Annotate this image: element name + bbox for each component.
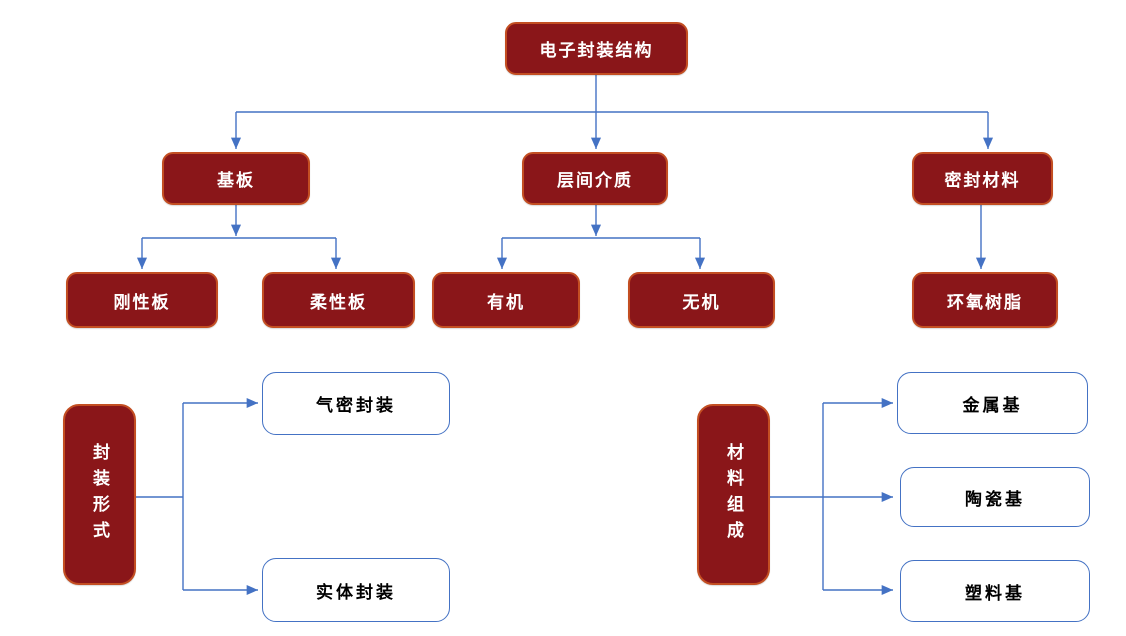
node-organic: 有机 xyxy=(432,272,580,328)
node-substrate: 基板 xyxy=(162,152,310,205)
connector-root-to-level2 xyxy=(230,75,994,149)
node-rigid-board: 刚性板 xyxy=(66,272,218,328)
node-material-composition: 材料组成 xyxy=(697,404,770,585)
node-package-form: 封装形式 xyxy=(63,404,136,585)
node-metal-base: 金属基 xyxy=(897,372,1088,434)
node-inorganic: 无机 xyxy=(628,272,775,328)
node-root: 电子封装结构 xyxy=(505,22,688,75)
node-flexible-board: 柔性板 xyxy=(262,272,415,328)
connector-substrate-children xyxy=(136,205,342,269)
node-plastic-base: 塑料基 xyxy=(900,560,1090,622)
node-sealing-material: 密封材料 xyxy=(912,152,1053,205)
connector-interlayer-children xyxy=(496,205,706,269)
node-interlayer-dielectric: 层间介质 xyxy=(522,152,668,205)
node-solid-package: 实体封装 xyxy=(262,558,450,622)
node-hermetic-package: 气密封装 xyxy=(262,372,450,435)
node-ceramic-base: 陶瓷基 xyxy=(900,467,1090,527)
connector-package-form-children xyxy=(136,397,258,596)
connector-material-composition-children xyxy=(770,397,893,596)
node-epoxy-resin: 环氧树脂 xyxy=(912,272,1058,328)
